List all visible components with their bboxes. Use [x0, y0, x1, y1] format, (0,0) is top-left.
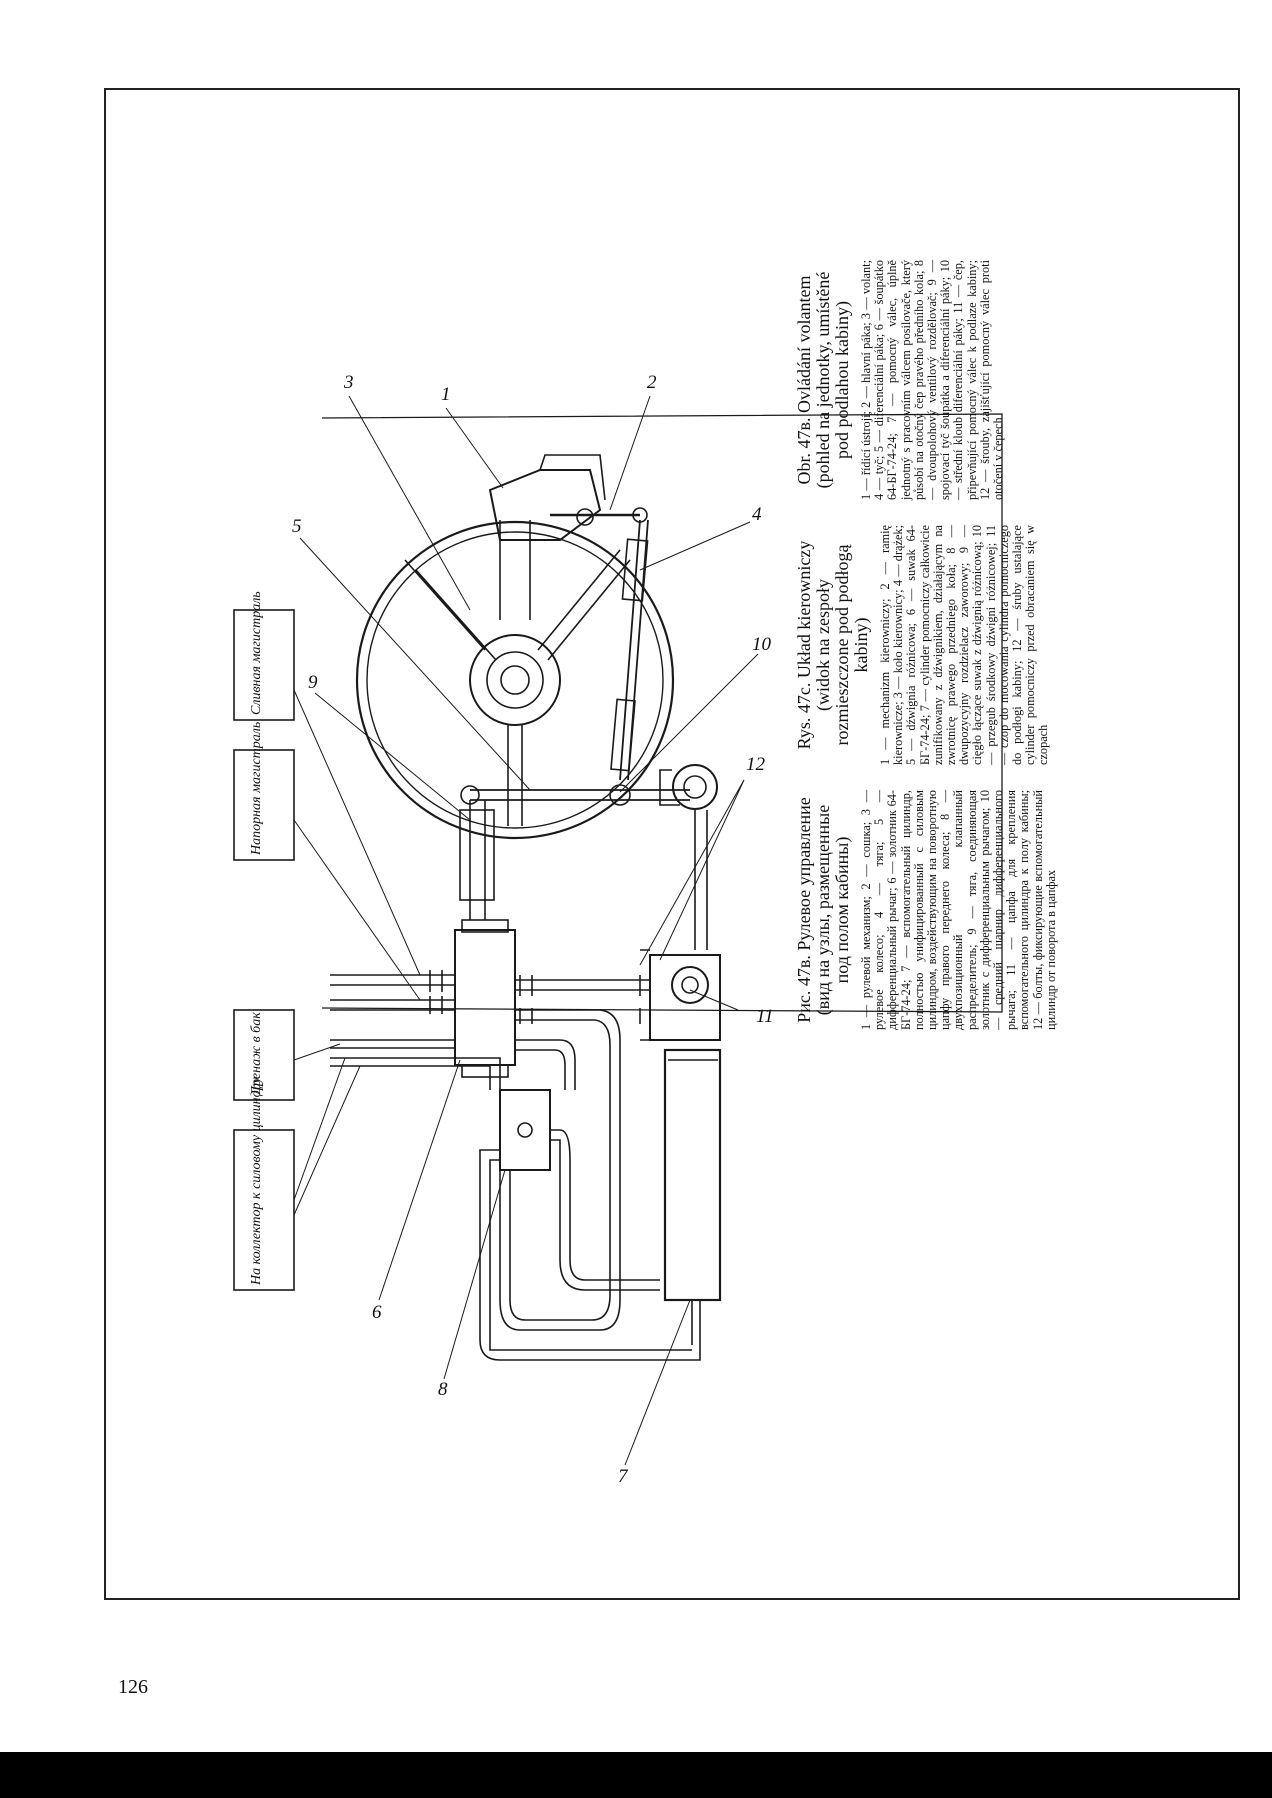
caption-polish-body: 1 — mechanizm kierowniczy; 2 — ramię kie… — [878, 525, 1051, 765]
callout-8: 8 — [438, 1379, 448, 1400]
caption-czech-body: 1 — řídicí ústrojí; 2 — hlavní páka; 3 —… — [859, 260, 1006, 500]
bottom-black-bar — [0, 1752, 1272, 1798]
callout-4: 4 — [752, 504, 762, 525]
steering-wheel — [355, 520, 675, 840]
callout-3: 3 — [343, 372, 354, 393]
page-number: 126 — [118, 1676, 148, 1698]
callout-7: 7 — [618, 1466, 629, 1487]
svg-text:Сливная магистраль: Сливная магистраль — [249, 591, 264, 715]
caption-russian-title: Рис. 47в. Рулевое управление (вид на узл… — [794, 797, 852, 1023]
caption-polish: Rys. 47c. Układ kierowniczy (widok na ze… — [794, 525, 1095, 765]
caption-polish-title: Rys. 47c. Układ kierowniczy (widok na ze… — [794, 540, 871, 750]
box-label-to-collector: На коллектор к силовому цилиндру — [249, 1076, 264, 1286]
box-label-tank-drain: Дренаж в бак — [249, 1012, 264, 1097]
callout-1: 1 — [441, 384, 451, 405]
svg-text:На коллектор к силовому цилинд: На коллектор к силовому цилиндру — [249, 1076, 264, 1286]
caption-block: Рис. 47в. Рулевое управление (вид на узл… — [794, 260, 1095, 1030]
callout-10: 10 — [752, 634, 772, 655]
caption-czech: Obr. 47в. Ovládání volantem (pohled na j… — [794, 260, 1095, 500]
callout-2: 2 — [647, 372, 657, 393]
box-label-drain-line: Сливная магистраль — [249, 591, 264, 715]
caption-czech-title: Obr. 47в. Ovládání volantem (pohled na j… — [794, 271, 852, 489]
caption-russian: Рис. 47в. Рулевое управление (вид на узл… — [794, 790, 1095, 1030]
caption-russian-body: 1 — рулевой механизм; 2 — сошка; 3 — рул… — [859, 790, 1058, 1030]
callout-6: 6 — [372, 1302, 382, 1323]
svg-text:Напорная магистраль: Напорная магистраль — [249, 722, 264, 856]
callout-9: 9 — [308, 672, 318, 693]
callout-5: 5 — [292, 516, 302, 537]
svg-text:Дренаж в бак: Дренаж в бак — [249, 1012, 264, 1097]
callout-12: 12 — [746, 754, 766, 775]
box-label-pressure-line: Напорная магистраль — [249, 722, 264, 856]
control-valve — [454, 929, 516, 1066]
callout-11: 11 — [756, 1006, 774, 1027]
distributor — [499, 1089, 551, 1171]
auxiliary-cylinder — [663, 1048, 722, 1302]
